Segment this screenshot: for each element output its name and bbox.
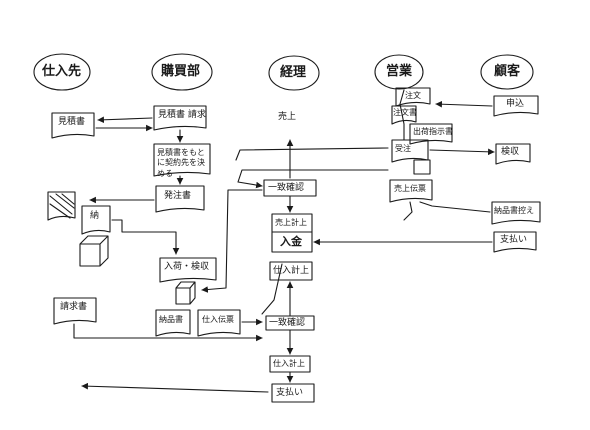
doc-decide-supplier [153, 143, 211, 177]
label-purchase-slip: 仕入伝票 [202, 315, 234, 324]
doc-purchase-order [155, 185, 205, 213]
label-receivable: 売上計上 [275, 218, 307, 227]
label-order-accept: 受注 [395, 144, 411, 153]
header-circle-supplier [33, 53, 91, 91]
doc-goods [81, 205, 111, 235]
arrow-sales-to-match [237, 169, 389, 189]
box-purchase-record-bottom [269, 355, 311, 373]
label-invoice: 請求書 [60, 302, 88, 312]
doc-order-slip [391, 105, 417, 125]
header-purchasing: 購買部 [161, 64, 201, 79]
label-delivery-note: 納品書 [159, 315, 183, 324]
doc-purchase-slip [197, 309, 241, 337]
header-sales: 営業 [386, 64, 413, 79]
line-order-to-slip [399, 89, 405, 141]
doc-apply [493, 95, 539, 117]
label-sales-record: 売上 [278, 112, 297, 122]
label-order-receipt: 注文 [405, 91, 421, 100]
label-delivery-receipt: 納品書控え [494, 206, 534, 215]
box-receivable-deposit [271, 213, 313, 253]
header-circle-sales [374, 54, 424, 90]
label-goods: 納 [90, 211, 100, 221]
line-purchase-record-up [261, 263, 283, 315]
header-circle-purchasing [151, 53, 213, 91]
box-goods [79, 235, 109, 267]
arrow-delivery-receipt-line [419, 201, 491, 213]
label-match-check: 一致確認 [268, 183, 305, 193]
doc-delivery-receipt [491, 201, 541, 225]
arrow-sales-to-receiving [201, 189, 263, 293]
doc-shaded [47, 191, 76, 221]
header-customer: 顧客 [494, 64, 521, 79]
arrow-sales-to-acceptance [429, 148, 495, 156]
box-purchase-record-top [269, 261, 313, 281]
label-quote-request: 見積書 請求 [158, 110, 206, 120]
label-decide-supplier: 見積書をもとに契約先を決める [157, 148, 205, 178]
box-match-check-2 [265, 315, 315, 331]
label-customer-payment: 支払い [500, 235, 528, 245]
doc-invoice [53, 297, 97, 325]
doc-acceptance [495, 143, 531, 165]
label-purchase-record-top: 仕入計上 [273, 266, 310, 276]
arrow-payment-to-supplier [81, 382, 269, 393]
header-accounting: 経理 [280, 65, 307, 80]
arrow-goods-to-receiving [111, 219, 180, 255]
label-order-slip: 注文書 [393, 108, 417, 117]
doc-shipping-instruction [409, 123, 453, 145]
arrow-apply-to-sales [435, 100, 493, 108]
arrow-request-to-quote [97, 116, 153, 124]
doc-quotation [51, 112, 95, 139]
header-supplier: 仕入先 [42, 64, 82, 79]
label-quotation: 見積書 [58, 117, 86, 127]
label-receiving: 入荷・検収 [164, 262, 210, 272]
header-circle-customer [480, 54, 534, 90]
label-purchase-order: 発注書 [164, 191, 192, 201]
label-deposit: 入金 [280, 235, 302, 248]
box-payment [271, 383, 315, 403]
doc-receiving [159, 257, 217, 283]
box-sales-small [413, 159, 431, 175]
label-match-check-2: 一致確認 [269, 318, 306, 328]
label-acceptance: 検収 [501, 147, 520, 157]
box-receiving [175, 281, 196, 305]
line-slip-to-sales-top [235, 147, 389, 161]
label-shipping-instruction: 出荷指示書 [413, 127, 453, 136]
header-circle-accounting [268, 55, 320, 91]
arrow-invoice-to-match2 [73, 323, 263, 342]
line-sales-slip-down [403, 201, 413, 221]
box-match-check [263, 179, 317, 197]
label-payment: 支払い [276, 388, 304, 398]
label-sales-slip: 売上伝票 [394, 184, 426, 193]
doc-delivery-note [155, 309, 191, 337]
label-apply: 申込 [506, 99, 525, 109]
doc-quote-request [153, 105, 207, 131]
doc-customer-payment [493, 231, 537, 253]
doc-sales-slip [389, 179, 433, 203]
label-purchase-record-bottom: 仕入計上 [273, 359, 305, 368]
